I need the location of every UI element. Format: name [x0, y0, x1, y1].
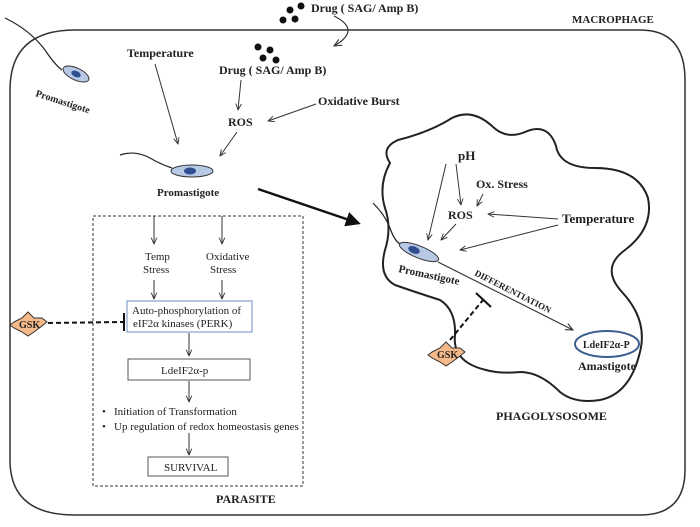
promastigote-phagolysosome [372, 202, 440, 263]
ldeif-right-label: LdeIF2α-P [583, 340, 630, 351]
ox-stress-label-2: Stress [210, 264, 236, 276]
amastigote-label: Amastigote [578, 359, 637, 373]
gsk-right-inhibition [449, 299, 484, 341]
ros-to-promastigote-arrow [220, 131, 238, 156]
temperature-left-label: Temperature [127, 46, 194, 60]
outcome-transformation: Initiation of Transformation [114, 406, 237, 418]
drug-label-outside: Drug ( SAG/ Amp B) [311, 1, 418, 15]
perk-box [126, 300, 253, 333]
ph-label: pH [458, 148, 475, 163]
survival-box [147, 456, 229, 477]
temperature-right-label: Temperature [562, 211, 634, 226]
drug-particles-outside [279, 2, 305, 24]
drug-label-inside: Drug ( SAG/ Amp B) [219, 63, 326, 77]
ros-to-promastigote-right-arrow [441, 223, 457, 240]
amastigote-cell [574, 330, 640, 358]
phagolysosome-membrane [381, 113, 650, 402]
ph-to-promastigote-arrow [428, 163, 447, 240]
gsk-right-label: GSK [437, 350, 458, 361]
ldeif-label: LdeIF2α-p [161, 365, 209, 377]
gsk-right-inhibition-bar [475, 292, 492, 308]
temperature-to-ros-arrow [488, 214, 559, 220]
temperature-to-promastigote-arrow [154, 63, 178, 144]
drug-to-ros-arrow [238, 79, 241, 110]
temperature-to-promastigote-right-arrow [460, 224, 559, 250]
gsk-left-inhibition [47, 321, 124, 324]
promastigote-outside-label: Promastigote [34, 88, 92, 116]
ph-to-ros-arrow [455, 163, 461, 205]
ros-right-label: ROS [448, 208, 473, 222]
ox-stress-label: Ox. Stress [476, 177, 528, 191]
temp-stress-label-1: Temp [145, 251, 170, 263]
gsk-left-label: GSK [19, 320, 40, 331]
differentiation-label: DIFFERENTIATION [473, 268, 553, 315]
macrophage-membrane [9, 29, 686, 516]
internalization-arrow [257, 187, 361, 227]
promastigote-phagolysosome-label: Promastigote [397, 263, 460, 288]
drug-entry-arrow [334, 15, 349, 46]
promastigote-center [119, 152, 214, 178]
temp-stress-label-2: Stress [143, 264, 169, 276]
gsk-left-badge [9, 311, 48, 337]
perk-label-1: Auto-phosphorylation of [132, 305, 241, 317]
perk-label-2: eIF2α kinases (PERK) [133, 318, 233, 330]
macrophage-label: MACROPHAGE [572, 14, 654, 26]
phagolysosome-label: PHAGOLYSOSOME [496, 409, 607, 423]
outcome-redox: Up regulation of redox homeostasis genes [114, 421, 299, 433]
promastigote-center-label: Promastigote [157, 187, 219, 199]
promastigote-outside [4, 17, 90, 83]
oxstress-to-ros-arrow [477, 193, 484, 206]
drug-particles-inside [254, 43, 280, 64]
burst-to-ros-arrow [268, 103, 317, 121]
differentiation-arrow [437, 261, 573, 330]
oxidative-burst-label: Oxidative Burst [318, 94, 400, 108]
bullet-point-2: • [102, 421, 106, 433]
ros-left-label: ROS [228, 115, 253, 129]
parasite-box [92, 215, 304, 487]
survival-label: SURVIVAL [164, 462, 218, 474]
gsk-right-badge [427, 341, 466, 367]
ldeif-box [127, 358, 251, 381]
ox-stress-label-1: Oxidative [206, 251, 249, 263]
parasite-label: PARASITE [216, 492, 276, 506]
bullet-point-1: • [102, 406, 106, 418]
